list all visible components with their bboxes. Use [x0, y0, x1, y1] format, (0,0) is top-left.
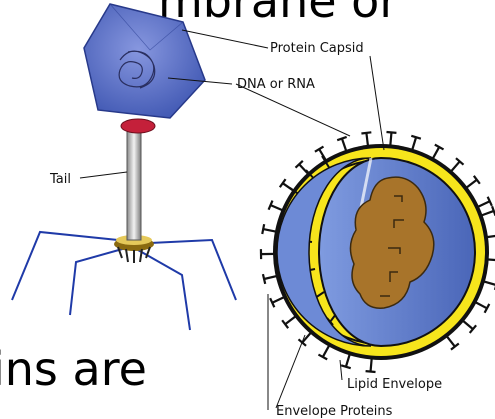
envelope-protein-spike [323, 345, 330, 357]
envelope-protein-spike [462, 320, 473, 329]
label-lipid-envelope: Lipid Envelope [347, 377, 442, 392]
label-envelope-proteins: Envelope Proteins [276, 404, 393, 419]
enveloped-virus: Lipid Envelope Envelope Proteins [236, 56, 495, 419]
envelope-protein-spike [446, 336, 455, 347]
envelope-protein-spike-head [263, 274, 265, 284]
envelope-protein-spike [390, 132, 391, 146]
envelope-protein-spike [477, 201, 490, 207]
envelope-protein-spike-head [366, 371, 376, 372]
envelope-protein-spike-head [280, 179, 286, 187]
envelope-protein-spike-head [341, 365, 351, 368]
protein-capsid [84, 4, 205, 118]
envelope-protein-spike [346, 353, 350, 366]
envelope-protein-spike [263, 229, 277, 232]
envelope-protein-spike-head [411, 136, 421, 139]
envelope-protein-spike [272, 297, 285, 303]
envelope-protein-spike [285, 316, 296, 324]
envelope-protein-spike [481, 211, 494, 216]
envelope-protein-spike-head [262, 224, 264, 234]
envelope-protein-spike [271, 205, 284, 210]
envelope-protein-spike [264, 276, 278, 279]
envelope-protein-spike [451, 161, 460, 172]
envelope-protein-spike [366, 133, 368, 147]
envelope-protein-spike-head [386, 132, 396, 133]
envelope-protein-spike [412, 137, 416, 150]
phage-tail [127, 128, 141, 240]
envelope-protein-spike [342, 139, 347, 152]
envelope-protein-spike-head [361, 132, 371, 133]
envelope-protein-spike [475, 302, 487, 309]
label-protein-capsid: Protein Capsid [270, 41, 364, 56]
envelope-protein-spike [432, 147, 439, 159]
envelope-protein-spike [299, 164, 309, 174]
envelope-protein-spike-head [337, 137, 346, 140]
label-tail: Tail [49, 172, 71, 187]
collar [121, 119, 155, 133]
envelope-protein-spike [371, 358, 372, 372]
envelope-protein-spike [319, 149, 326, 161]
envelope-protein-spike [466, 180, 477, 188]
